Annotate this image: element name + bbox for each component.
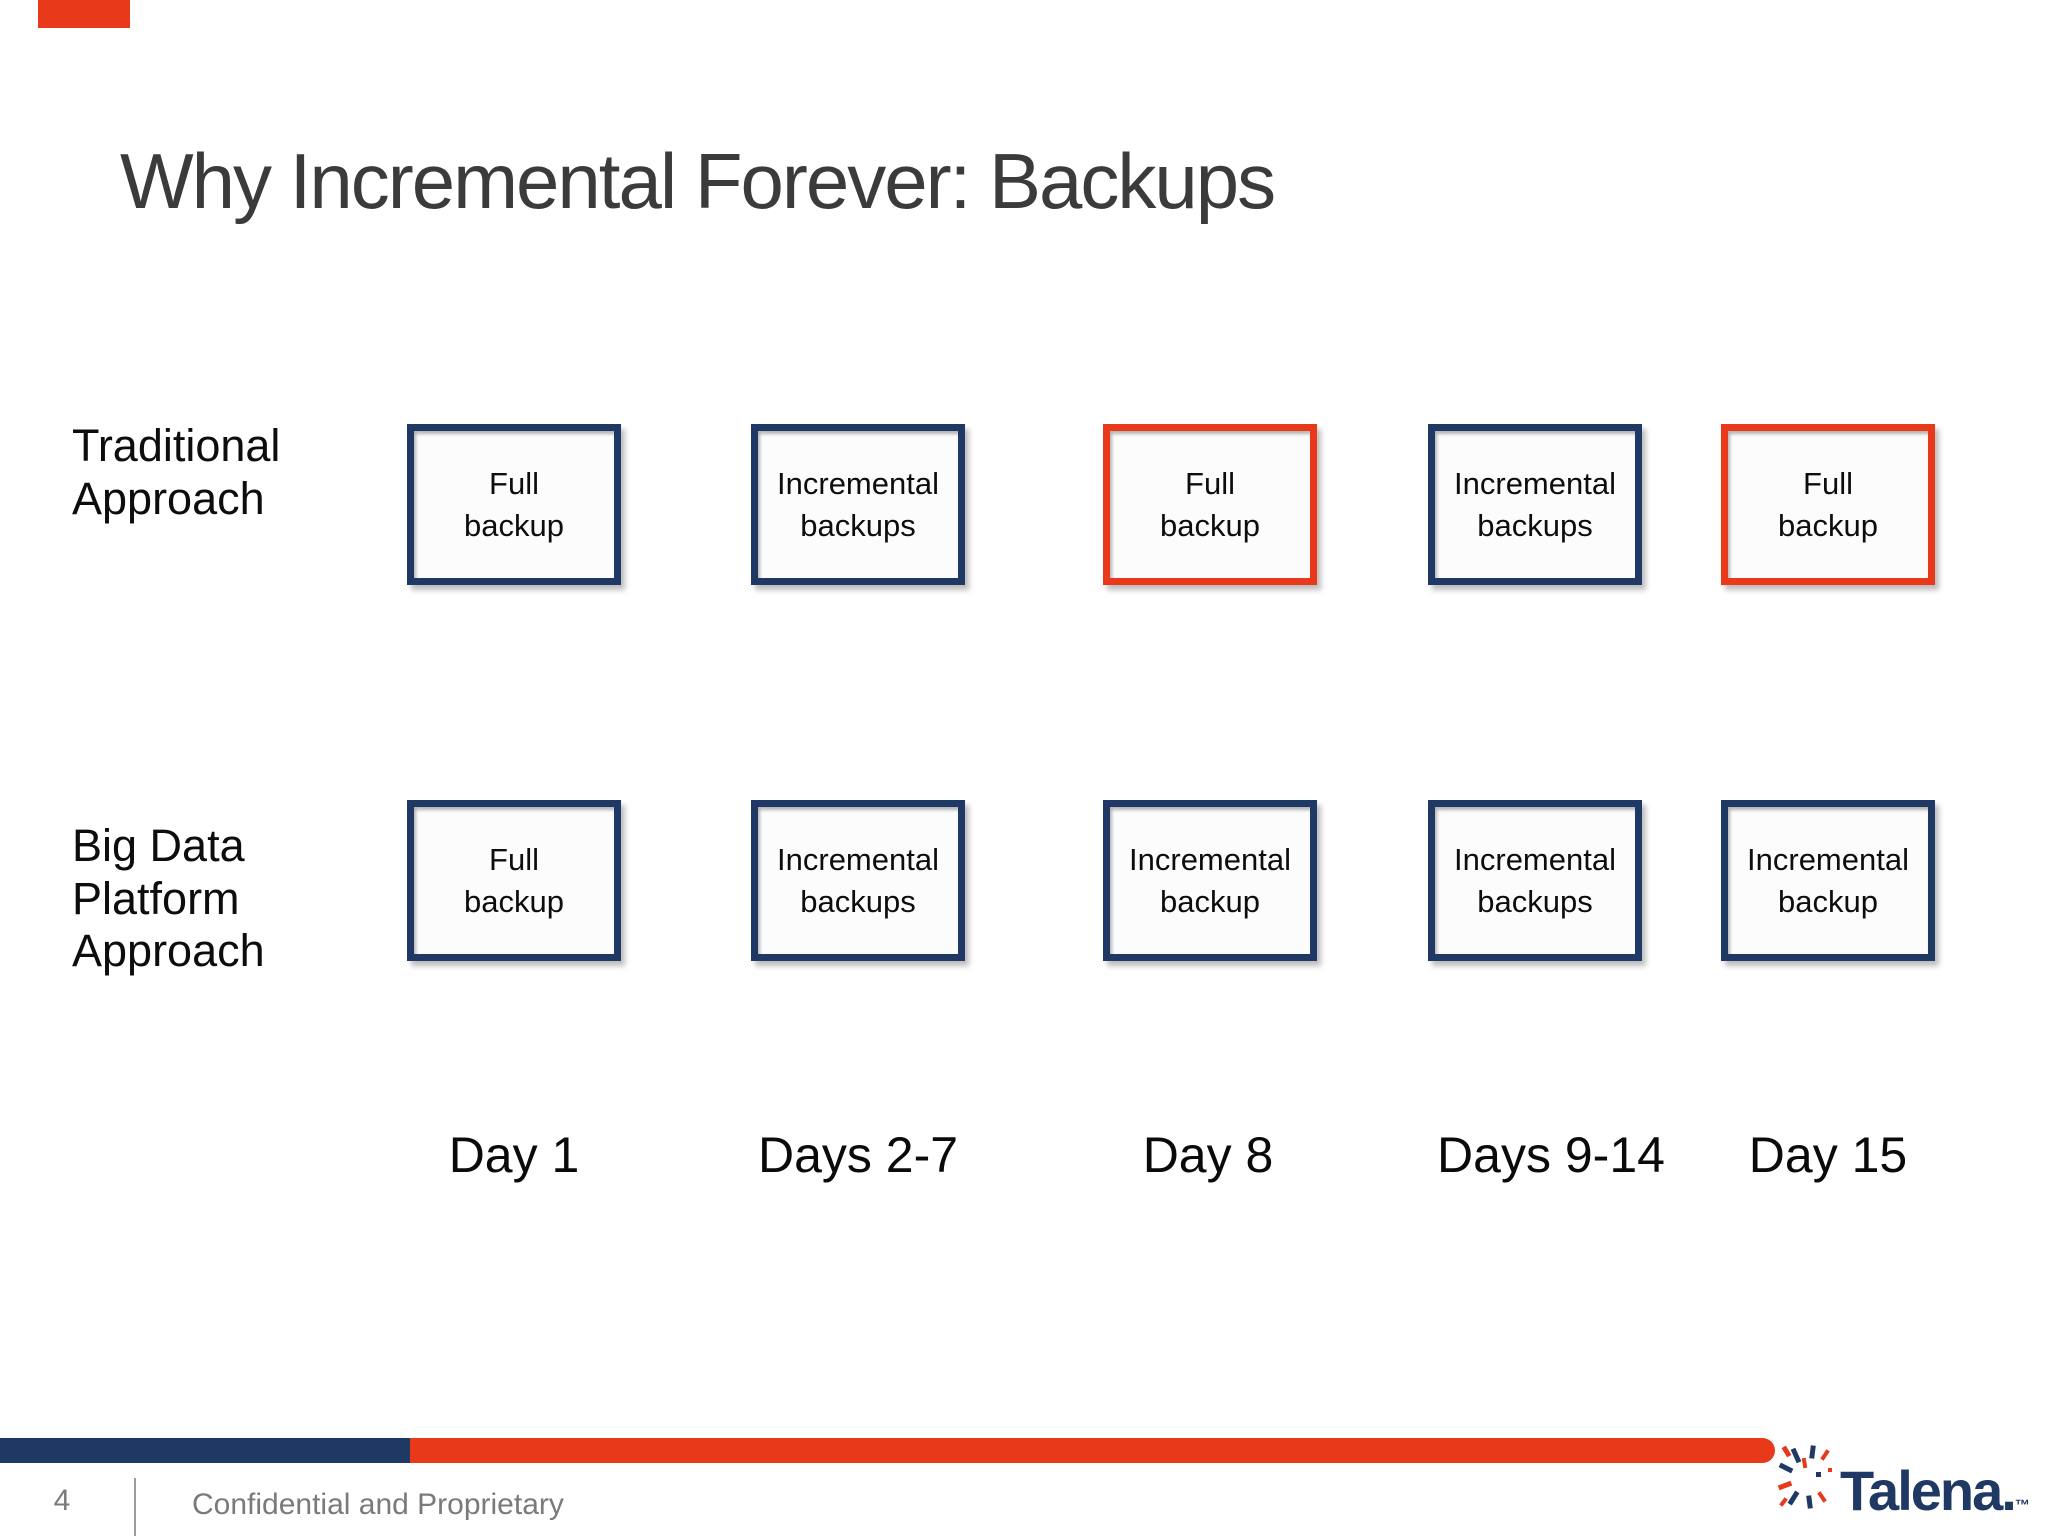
footer-bar-red-segment bbox=[410, 1438, 1775, 1463]
day-label-5: Day 15 bbox=[1748, 1127, 1908, 1183]
bigdata-box-days9-14: Incremental backups bbox=[1428, 800, 1642, 961]
day-label-1: Day 1 bbox=[448, 1127, 580, 1183]
trademark-symbol: ™ bbox=[2014, 1497, 2030, 1514]
bigdata-box-day8: Incremental backup bbox=[1103, 800, 1317, 961]
traditional-box-day8: Full backup bbox=[1103, 424, 1317, 585]
row-label-traditional-approach: Traditional Approach bbox=[72, 420, 281, 524]
day-label-3: Day 8 bbox=[1142, 1127, 1274, 1183]
bigdata-box-day15: Incremental backup bbox=[1721, 800, 1935, 961]
bigdata-box-day1: Full backup bbox=[407, 800, 621, 961]
footer-divider bbox=[134, 1478, 136, 1536]
slide-title: Why Incremental Forever: Backups bbox=[120, 137, 1276, 226]
row-label-big-data-platform-approach: Big Data Platform Approach bbox=[72, 820, 265, 977]
talena-logo-text: Talena.™ bbox=[1840, 1459, 2030, 1522]
confidentiality-note: Confidential and Proprietary bbox=[192, 1488, 564, 1521]
talena-logo: Talena.™ bbox=[1776, 1436, 2038, 1528]
day-label-2: Days 2-7 bbox=[757, 1127, 959, 1183]
top-left-red-mark bbox=[38, 0, 130, 28]
bigdata-box-days2-7: Incremental backups bbox=[751, 800, 965, 961]
talena-starburst-icon bbox=[1777, 1445, 1832, 1509]
traditional-box-days2-7: Incremental backups bbox=[751, 424, 965, 585]
traditional-box-days9-14: Incremental backups bbox=[1428, 424, 1642, 585]
page-number: 4 bbox=[53, 1484, 71, 1517]
footer-accent-bar bbox=[0, 1438, 1775, 1463]
day-label-4: Days 9-14 bbox=[1437, 1127, 1665, 1183]
footer-bar-navy-segment bbox=[0, 1438, 410, 1463]
traditional-box-day15: Full backup bbox=[1721, 424, 1935, 585]
traditional-box-day1: Full backup bbox=[407, 424, 621, 585]
